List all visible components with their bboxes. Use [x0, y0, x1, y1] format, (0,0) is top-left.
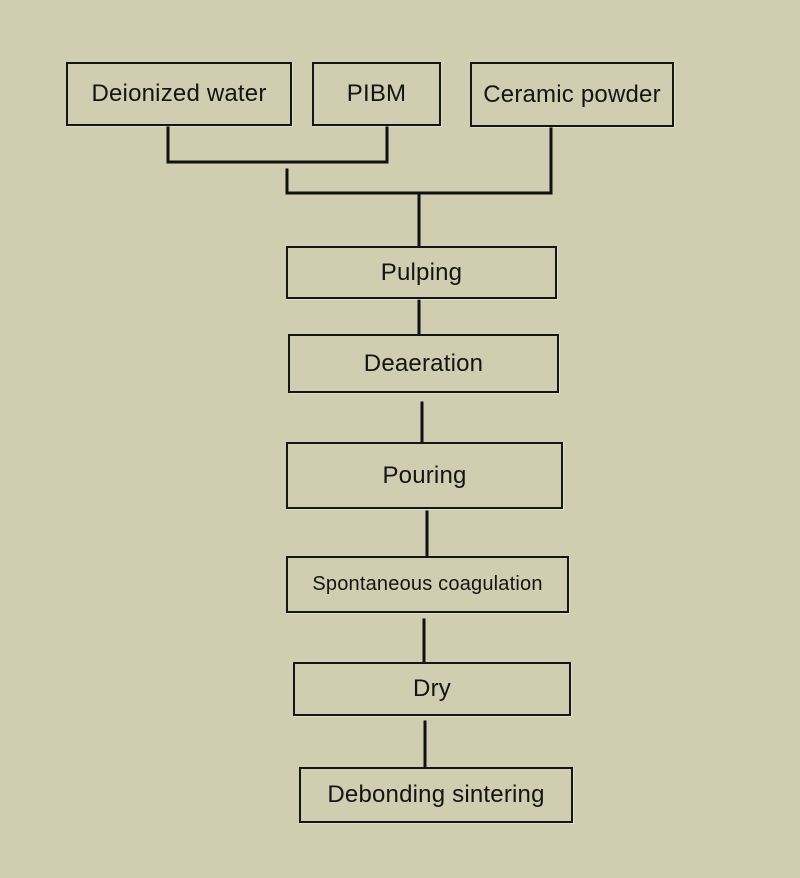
step-pouring-label: Pouring — [382, 461, 467, 489]
step-debonding-sintering-label: Debonding sintering — [327, 781, 545, 808]
input-deionized-water-label: Deionized water — [91, 80, 267, 107]
step-deaeration: Deaeration — [288, 334, 559, 393]
step-dry: Dry — [293, 662, 571, 716]
merge-connector-water-pibm — [166, 125, 389, 164]
input-pibm: PIBM — [312, 62, 441, 126]
input-ceramic-powder-label: Ceramic powder — [483, 80, 661, 108]
step-debonding-sintering: Debonding sintering — [299, 767, 573, 823]
step-deaeration-label: Deaeration — [363, 349, 484, 377]
step-pulping: Pulping — [286, 246, 557, 299]
input-pibm-label: PIBM — [346, 80, 407, 107]
step-pulping-label: Pulping — [380, 258, 463, 286]
input-deionized-water: Deionized water — [66, 62, 292, 126]
step-dry-label: Dry — [413, 675, 451, 702]
input-ceramic-powder: Ceramic powder — [470, 62, 674, 127]
merge-connector-mixture-ceramic — [285, 126, 553, 195]
step-pouring: Pouring — [286, 442, 563, 509]
step-spontaneous-coagulation: Spontaneous coagulation — [286, 556, 569, 613]
step-spontaneous-coagulation-label: Spontaneous coagulation — [312, 573, 543, 595]
